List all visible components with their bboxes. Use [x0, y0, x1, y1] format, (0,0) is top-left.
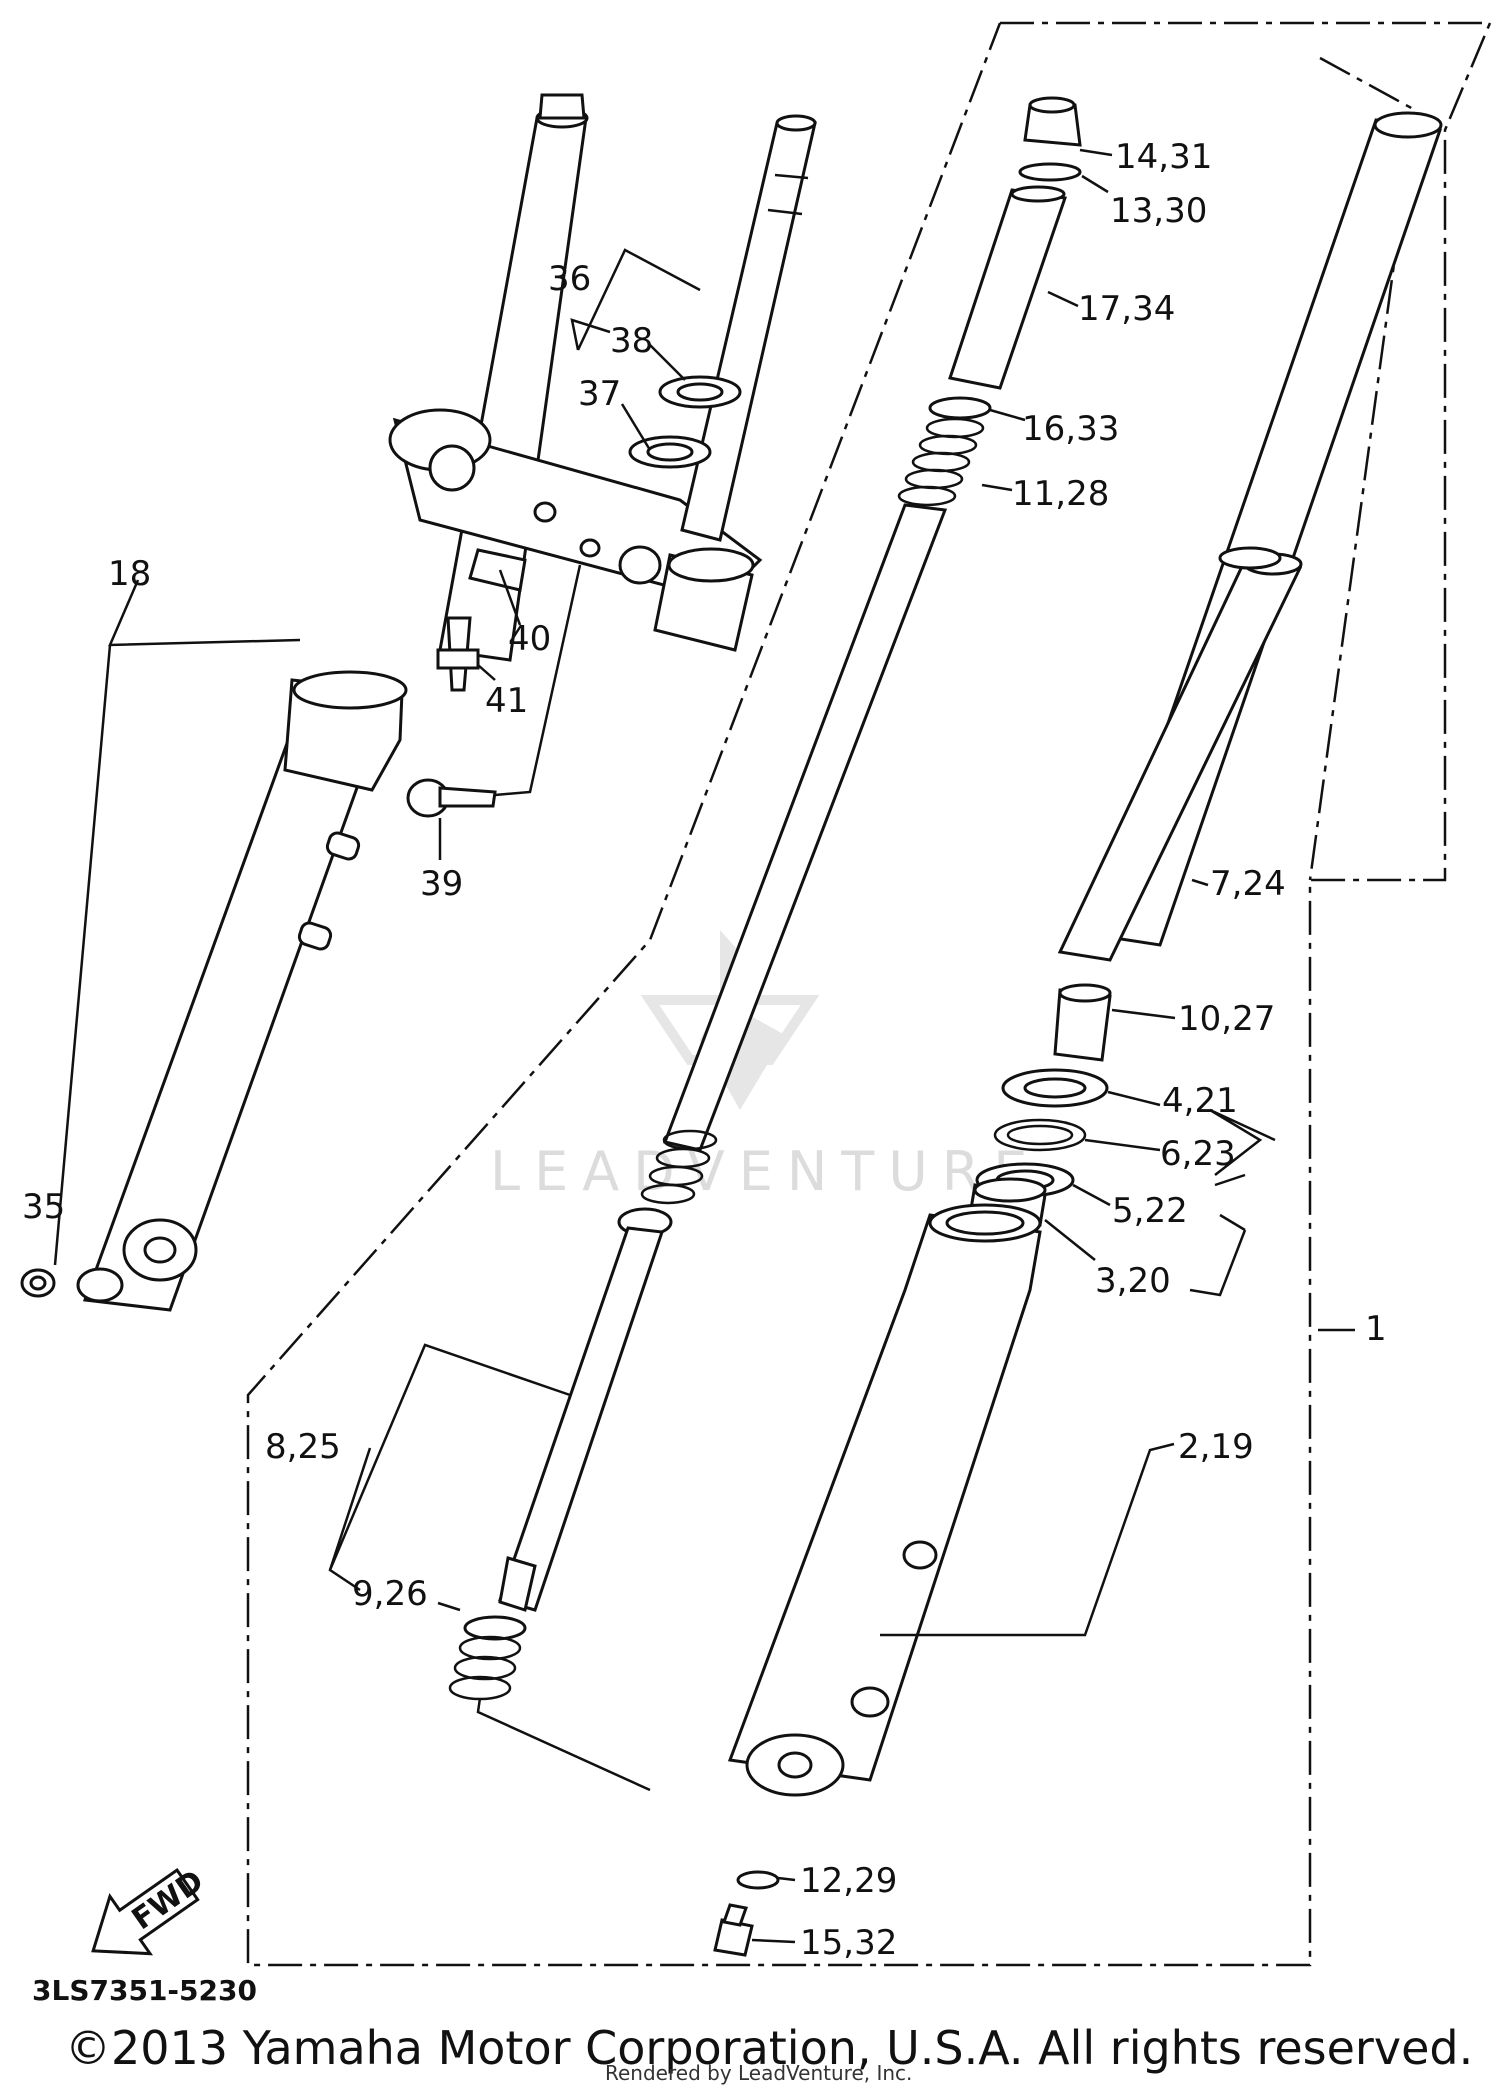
- exploded-fork-components: [448, 96, 1443, 1957]
- fork-tube-outline: [1308, 56, 1417, 881]
- watermark-text: LEADVENTURE: [490, 1140, 1041, 1203]
- rendered-by: Rendered by LeadVenture, Inc.: [605, 2061, 912, 2085]
- callout-12-29: 12,29: [800, 1861, 897, 1901]
- callout-13-30: 13,30: [1110, 191, 1207, 231]
- fwd-label: FWD: [126, 1863, 210, 1937]
- callout-11-28: 11,28: [1012, 474, 1109, 514]
- left-fork-assembly: [20, 93, 817, 1312]
- callout-36: 36: [548, 259, 591, 299]
- callout-5-22: 5,22: [1112, 1191, 1188, 1231]
- callout-37: 37: [578, 374, 621, 414]
- callout-15-32: 15,32: [800, 1923, 897, 1963]
- fwd-arrow: FWD: [91, 1863, 210, 1956]
- callout-17-34: 17,34: [1078, 289, 1175, 329]
- callout-40: 40: [508, 619, 551, 659]
- callout-labels: 14,31 13,30 17,34 16,33 11,28 36 38 37 1…: [22, 137, 1387, 1963]
- callout-4-21: 4,21: [1162, 1081, 1238, 1121]
- callout-7-24: 7,24: [1210, 864, 1286, 904]
- callout-9-26: 9,26: [352, 1574, 428, 1614]
- callout-3-20: 3,20: [1095, 1261, 1171, 1301]
- callout-38: 38: [610, 321, 653, 361]
- callout-41: 41: [485, 681, 528, 721]
- spring-lower: [640, 1129, 718, 1205]
- callout-39: 39: [420, 864, 463, 904]
- callout-18: 18: [108, 554, 151, 594]
- callout-8-25: 8,25: [265, 1427, 341, 1467]
- spring-9-26: [448, 1615, 527, 1701]
- spring-11-28: [897, 417, 985, 507]
- callout-10-27: 10,27: [1178, 999, 1275, 1039]
- callout-6-23: 6,23: [1160, 1134, 1236, 1174]
- callout-16-33: 16,33: [1022, 409, 1119, 449]
- leader-lines: [53, 148, 1276, 1944]
- callout-35: 35: [22, 1187, 65, 1227]
- copyright-notice: ©2013 Yamaha Motor Corporation, U.S.A. A…: [65, 2021, 1473, 2075]
- callout-2-19: 2,19: [1178, 1427, 1254, 1467]
- assembly-outline: [246, 21, 1492, 1967]
- callout-14-31: 14,31: [1115, 137, 1212, 177]
- diagram-code: 3LS7351-5230: [32, 1974, 257, 2007]
- callout-1: 1: [1365, 1309, 1387, 1349]
